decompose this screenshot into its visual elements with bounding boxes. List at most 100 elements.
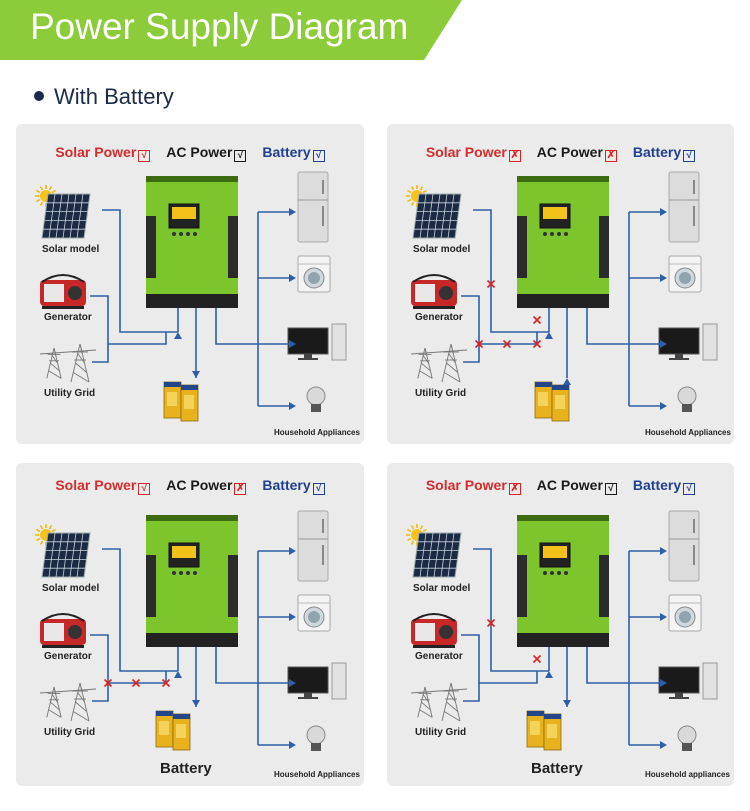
- panel-solar-ac-battery: Solar Power√AC Power√Battery√Solar model…: [16, 124, 364, 444]
- feed-arrow-fridge: [660, 547, 667, 555]
- solar-label: Solar model: [413, 244, 471, 255]
- ac-power-status: AC Power✗: [166, 477, 247, 495]
- generator-label: Generator: [44, 312, 92, 323]
- x-icon: ✗: [604, 150, 617, 162]
- battery-arrow: [192, 371, 200, 378]
- output-line: [215, 647, 258, 684]
- fault-cross-icon: [486, 279, 496, 289]
- household-appliances-label: Household Appliances: [274, 428, 360, 437]
- battery-arrow: [563, 700, 571, 707]
- solar-power-status-label: Solar Power: [55, 477, 137, 493]
- inverter-input-arrow: [174, 671, 182, 678]
- battery-status-label: Battery: [632, 477, 682, 493]
- solar-panel-icon: [41, 193, 91, 239]
- solar-label: Solar model: [42, 583, 100, 594]
- feed-arrow-bulb: [660, 741, 667, 749]
- feed-arrow-bulb: [289, 741, 296, 749]
- solar-panel-icon: [41, 532, 91, 578]
- generator-icon: [411, 613, 457, 648]
- feed-arrow-computer: [660, 679, 667, 687]
- battery-status: Battery√: [633, 144, 696, 162]
- fault-cross-icon: [502, 339, 512, 349]
- bullet-icon: [34, 91, 44, 102]
- feed-arrow-washer: [660, 274, 667, 282]
- battery-icon: [526, 710, 562, 751]
- ac-power-status-label: AC Power: [536, 144, 603, 160]
- check-icon: √: [312, 150, 325, 162]
- feed-arrow-fridge: [289, 208, 296, 216]
- battery-icon: [155, 710, 191, 751]
- solar-panel-icon: [412, 193, 462, 239]
- grid-line: [92, 344, 109, 363]
- feed-arrow-computer: [660, 340, 667, 348]
- title-banner: [0, 0, 462, 60]
- fault-cross-icon: [532, 654, 542, 664]
- power-tower-icon: [410, 343, 468, 383]
- light-bulb-icon: [677, 725, 697, 751]
- feed-arrow-washer: [289, 613, 296, 621]
- solar-power-status-label: Solar Power: [55, 144, 137, 160]
- solar-power-status: Solar Power✗: [426, 144, 521, 162]
- battery-status: Battery√: [632, 477, 696, 495]
- washing-machine-icon: [668, 594, 702, 632]
- feed-arrow-computer: [289, 679, 296, 687]
- output-line: [586, 647, 629, 684]
- section-subtitle-text: With Battery: [54, 84, 174, 109]
- solar-label: Solar model: [42, 244, 100, 255]
- solar-line: [102, 209, 178, 333]
- computer-icon: [287, 323, 347, 361]
- battery-status: Battery√: [262, 144, 325, 162]
- washing-machine-icon: [297, 255, 331, 293]
- flow-diagram: [406, 171, 718, 422]
- household-appliances-label: Household appliances: [645, 770, 730, 779]
- status-line: Solar Power√ AC Power✗ Battery√: [16, 477, 364, 495]
- ac-power-status-label: AC Power: [166, 477, 233, 493]
- page-title: Power Supply Diagram: [30, 6, 409, 47]
- battery-status: Battery√: [262, 477, 325, 495]
- x-icon: ✗: [508, 483, 521, 495]
- generator-label: Generator: [415, 651, 463, 662]
- panel-battery-only: Solar Power✗AC Power✗Battery√Solar model…: [387, 124, 734, 444]
- solar-power-status: Solar Power✗: [426, 477, 521, 495]
- solar-line: [473, 548, 549, 672]
- output-line: [215, 308, 258, 345]
- feed-arrow-fridge: [660, 208, 667, 216]
- light-bulb-icon: [677, 386, 697, 412]
- fault-cross-icon: [532, 315, 542, 325]
- refrigerator-icon: [668, 171, 700, 243]
- battery-arrow: [563, 378, 571, 385]
- inverter-input-arrow: [174, 332, 182, 339]
- flow-diagram: [35, 510, 347, 751]
- inverter-unit: [146, 176, 238, 308]
- battery-status-label: Battery: [262, 144, 311, 160]
- flow-diagram: [35, 171, 347, 422]
- refrigerator-icon: [668, 510, 700, 582]
- flow-diagram: [406, 510, 718, 751]
- feed-arrow-washer: [660, 613, 667, 621]
- power-tower-icon: [410, 682, 468, 722]
- light-bulb-icon: [306, 725, 326, 751]
- panel-ac-battery: Solar Power✗AC Power√Battery√ Solar model…: [387, 463, 734, 786]
- check-icon: √: [138, 150, 151, 162]
- solar-label: Solar model: [413, 583, 471, 594]
- status-line: Solar Power✗AC Power√Battery√: [387, 477, 734, 495]
- ac-power-status: AC Power√: [166, 144, 247, 162]
- battery-icon: [163, 381, 199, 422]
- generator-label: Generator: [44, 651, 92, 662]
- solar-power-status: Solar Power√: [55, 477, 151, 495]
- status-line: Solar Power✗AC Power✗Battery√: [387, 144, 734, 162]
- inverter-input-arrow: [545, 671, 553, 678]
- household-appliances-label: Household Appliances: [274, 770, 360, 779]
- grid-label: Utility Grid: [44, 388, 96, 399]
- feed-arrow-fridge: [289, 547, 296, 555]
- solar-power-status: Solar Power√: [55, 144, 151, 162]
- inverter-unit: [146, 515, 238, 647]
- x-icon: ✗: [508, 150, 521, 162]
- fault-cross-icon: [161, 678, 171, 688]
- computer-icon: [287, 662, 347, 700]
- generator-icon: [40, 274, 86, 309]
- panel-solar-battery: Solar Power√ AC Power✗ Battery√ Solar model…: [16, 463, 364, 786]
- generator-label: Generator: [415, 312, 463, 323]
- power-tower-icon: [39, 343, 97, 383]
- grid-label: Utility Grid: [415, 388, 467, 399]
